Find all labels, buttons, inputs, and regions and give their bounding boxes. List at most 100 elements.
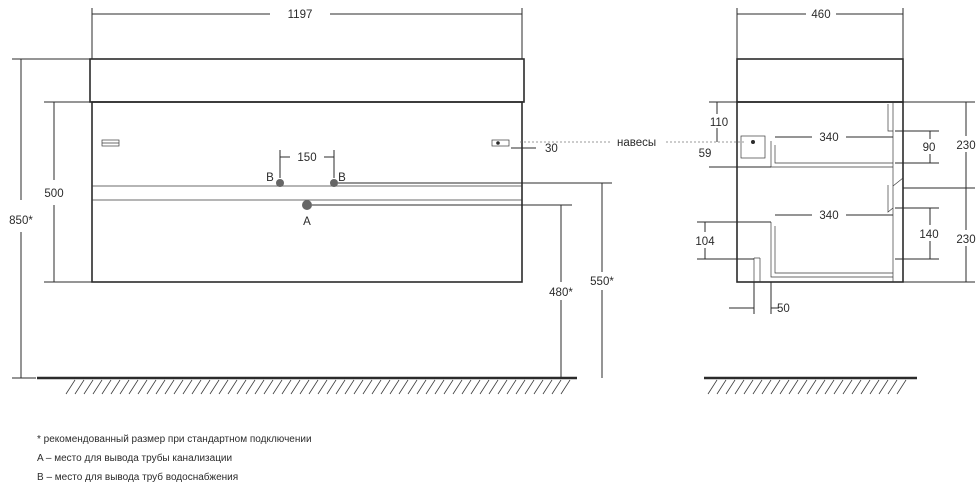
washbasin-top: [89, 58, 525, 103]
water-pipe-point-left: [276, 179, 284, 187]
hatch-stroke: [416, 379, 427, 395]
hatch-stroke: [191, 379, 202, 395]
hatch-stroke: [788, 379, 799, 395]
hatch-stroke: [380, 379, 391, 395]
side-offset-dimension: 30: [545, 143, 558, 155]
hatch-stroke: [725, 379, 736, 395]
hatch-stroke: [707, 379, 718, 395]
hatch-stroke: [461, 379, 472, 395]
hinge-left-icon: [101, 139, 120, 147]
hatch-stroke: [896, 379, 907, 395]
hatch-stroke: [515, 379, 526, 395]
pipe-spacing-dimension: 150: [297, 152, 316, 164]
hatch-stroke: [497, 379, 508, 395]
hatch-stroke: [119, 379, 130, 395]
hatch-stroke: [281, 379, 292, 395]
hatch-stroke: [425, 379, 436, 395]
hatch-stroke: [272, 379, 283, 395]
hatch-stroke: [137, 379, 148, 395]
hatch-stroke: [407, 379, 418, 395]
hatch-stroke: [434, 379, 445, 395]
side-washbasin-top: [736, 58, 904, 103]
drain-height-dimension: 480*: [549, 287, 573, 299]
hatch-stroke: [146, 379, 157, 395]
hatch-stroke: [245, 379, 256, 395]
hatch-stroke: [779, 379, 790, 395]
drain-pipe-point: [302, 200, 312, 210]
hatch-stroke: [155, 379, 166, 395]
hinge-mid-dimension: 59: [699, 148, 712, 160]
lower-offset-dimension: 104: [695, 236, 715, 248]
note-water: B – место для вывода труб водоснабжения: [37, 472, 239, 483]
hinges-label: навесы: [617, 137, 656, 149]
water-pipe-point-right: [330, 179, 338, 187]
hatch-stroke: [824, 379, 835, 395]
point-a-label: A: [303, 216, 311, 228]
hatch-stroke: [65, 379, 76, 395]
hatch-stroke: [227, 379, 238, 395]
hatch-stroke: [254, 379, 265, 395]
hatch-stroke: [878, 379, 889, 395]
hatch-stroke: [200, 379, 211, 395]
hatch-stroke: [353, 379, 364, 395]
upper-drawer-depth-dimension: 340: [819, 132, 838, 144]
hatch-stroke: [164, 379, 175, 395]
hatch-stroke: [752, 379, 763, 395]
hatch-stroke: [506, 379, 517, 395]
hatch-stroke: [182, 379, 193, 395]
floor-hatch-side: [707, 379, 907, 395]
hinge-right-icon: [491, 139, 510, 147]
bottom-offset-dimension: 50: [777, 303, 790, 315]
total-height-dimension: 850*: [9, 215, 33, 227]
hatch-stroke: [488, 379, 499, 395]
body-height-dimension: 500: [44, 188, 63, 200]
lower-front-height-dimension: 230: [956, 234, 975, 246]
hatch-stroke: [551, 379, 562, 395]
hatch-stroke: [806, 379, 817, 395]
hatch-stroke: [236, 379, 247, 395]
upper-front-height-dimension: 230: [956, 140, 975, 152]
hatch-stroke: [83, 379, 94, 395]
hatch-stroke: [761, 379, 772, 395]
hatch-stroke: [335, 379, 346, 395]
hatch-stroke: [797, 379, 808, 395]
hatch-stroke: [869, 379, 880, 395]
cabinet-body: [91, 101, 523, 283]
hatch-stroke: [560, 379, 571, 395]
hatch-stroke: [479, 379, 490, 395]
width-dimension: 1197: [288, 9, 313, 21]
hatch-stroke: [173, 379, 184, 395]
hatch-stroke: [308, 379, 319, 395]
hatch-stroke: [110, 379, 121, 395]
hatch-stroke: [851, 379, 862, 395]
side-cabinet-body: [736, 101, 904, 283]
hatch-stroke: [371, 379, 382, 395]
hatch-stroke: [887, 379, 898, 395]
depth-dimension: 460: [811, 9, 830, 21]
hatch-stroke: [860, 379, 871, 395]
water-height-dimension: 550*: [590, 276, 614, 288]
hatch-stroke: [533, 379, 544, 395]
point-b-right-label: B: [338, 172, 346, 184]
point-b-left-label: B: [266, 172, 274, 184]
hatch-stroke: [398, 379, 409, 395]
hinge-top-dimension: 110: [710, 117, 728, 129]
hatch-stroke: [443, 379, 454, 395]
notes-block: * рекомендованный размер при стандартном…: [37, 430, 312, 487]
hatch-stroke: [389, 379, 400, 395]
hatch-stroke: [263, 379, 274, 395]
hatch-stroke: [344, 379, 355, 395]
hatch-stroke: [452, 379, 463, 395]
hatch-stroke: [542, 379, 553, 395]
side-view: 460 340 340 110 59 104 50 90: [695, 8, 976, 395]
front-view: 1197 850* 500 B B 150 A 30: [9, 8, 614, 395]
hatch-stroke: [815, 379, 826, 395]
floor-hatch-front: [65, 379, 571, 395]
hatch-stroke: [770, 379, 781, 395]
hatch-stroke: [92, 379, 103, 395]
hatch-stroke: [833, 379, 844, 395]
upper-drawer-inner-height-dimension: 90: [923, 142, 936, 154]
hatch-stroke: [362, 379, 373, 395]
hatch-stroke: [299, 379, 310, 395]
